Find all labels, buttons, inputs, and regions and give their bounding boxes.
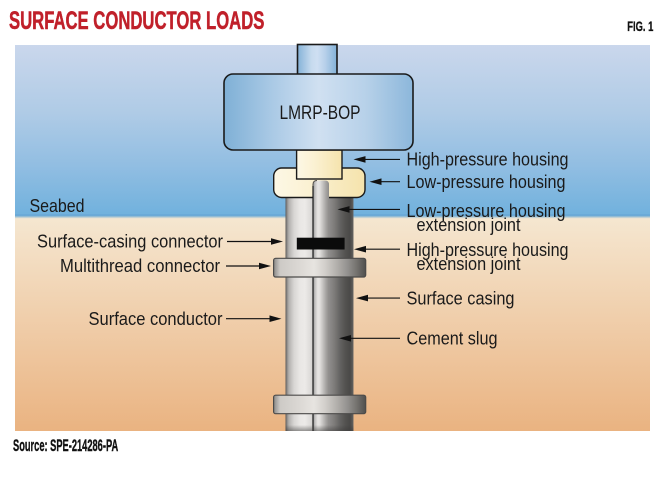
svg-text:Surface-casing connector: Surface-casing connector — [37, 232, 223, 252]
svg-text:High-pressure housing: High-pressure housing — [407, 150, 569, 170]
svg-text:Surface conductor: Surface conductor — [89, 309, 223, 329]
svg-text:Surface casing: Surface casing — [407, 289, 515, 309]
svg-text:Low-pressure housing: Low-pressure housing — [407, 172, 566, 192]
svg-text:Cement slug: Cement slug — [407, 329, 498, 349]
svg-text:extension joint: extension joint — [417, 254, 521, 274]
svg-text:Low-pressure housing: Low-pressure housing — [407, 201, 566, 221]
svg-text:Multithread connector: Multithread connector — [60, 256, 220, 276]
svg-text:Seabed: Seabed — [30, 196, 85, 216]
svg-text:extension joint: extension joint — [417, 215, 521, 235]
svg-text:High-pressure housing: High-pressure housing — [407, 240, 569, 260]
svg-text:LMRP-BOP: LMRP-BOP — [280, 102, 361, 124]
